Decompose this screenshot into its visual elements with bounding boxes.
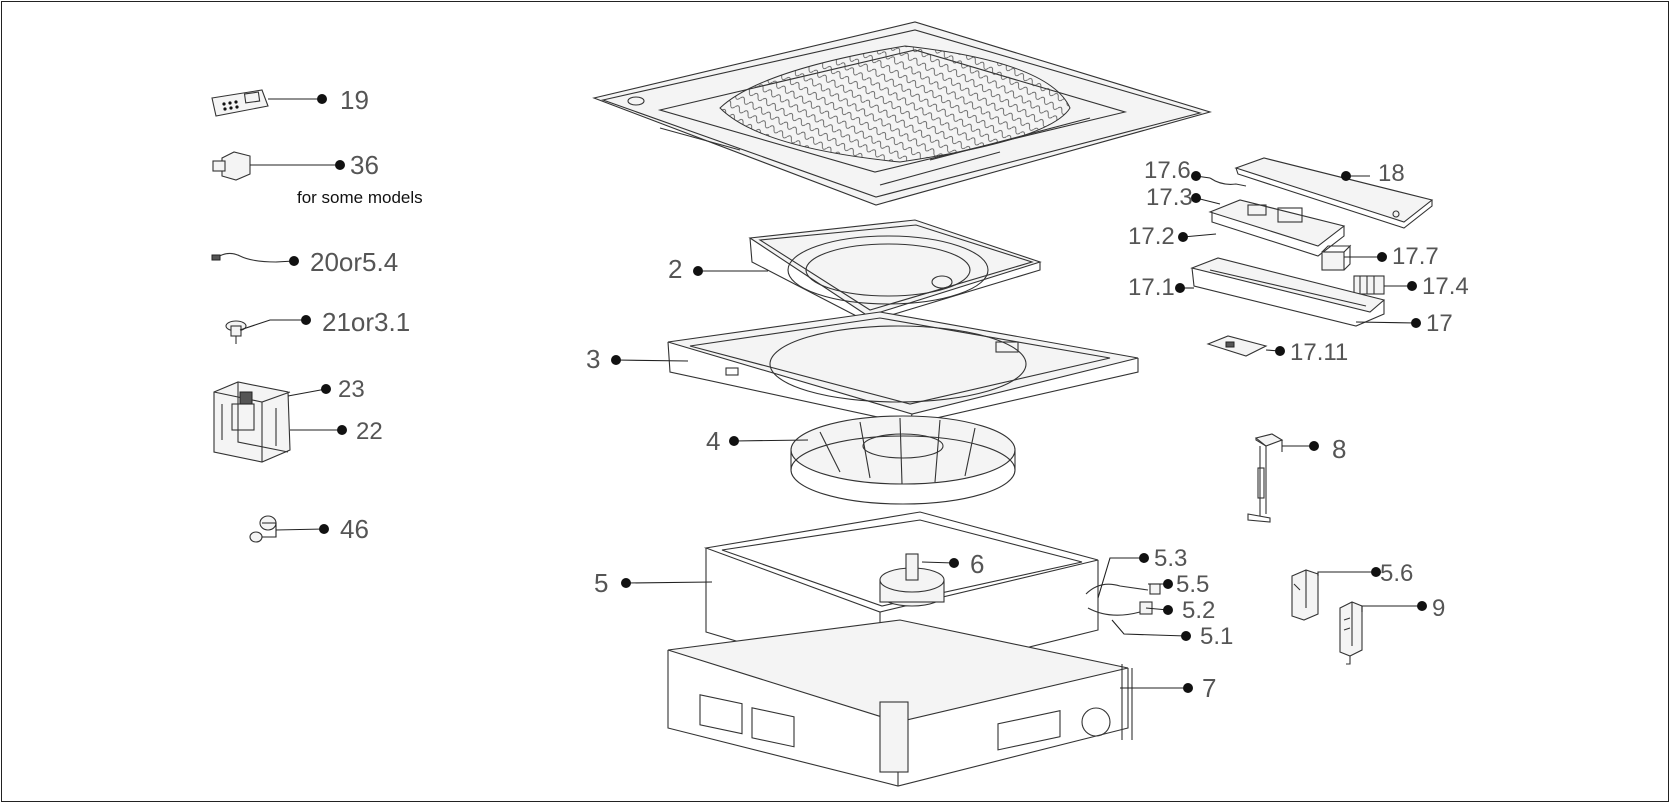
label-46: 46 xyxy=(340,514,369,544)
label-17-6: 17.6 xyxy=(1144,157,1191,184)
motor-part xyxy=(879,553,945,607)
drain-pan-part xyxy=(748,219,1042,323)
casing-part xyxy=(667,619,1133,787)
drain-pump-assembly-part xyxy=(213,381,291,463)
label-18: 18 xyxy=(1378,160,1405,187)
terminal-block-part-17-4 xyxy=(1353,275,1385,295)
transformer-part-17-7 xyxy=(1321,244,1352,271)
label-17-1: 17.1 xyxy=(1128,274,1175,301)
cover-part-9 xyxy=(1339,601,1363,665)
label-36: 36 xyxy=(350,150,379,180)
base-frame-part xyxy=(667,311,1139,425)
bracket-part-5-6 xyxy=(1291,569,1319,621)
temperature-sensor-part-20 xyxy=(211,252,277,263)
label-19: 19 xyxy=(340,85,369,115)
front-panel-part xyxy=(592,21,1212,206)
remote-controller-part xyxy=(211,89,269,117)
label-for-some-models: for some models xyxy=(297,188,423,207)
label-21or3-1: 21or3.1 xyxy=(322,307,410,337)
label-5: 5 xyxy=(594,568,608,598)
label-17-4: 17.4 xyxy=(1422,273,1469,300)
label-5-5: 5.5 xyxy=(1176,571,1209,598)
label-8: 8 xyxy=(1332,434,1346,464)
label-3: 3 xyxy=(586,344,600,374)
label-17-11: 17.11 xyxy=(1290,339,1348,366)
label-17-2: 17.2 xyxy=(1128,223,1175,250)
pcb-part-17-3 xyxy=(1208,199,1346,257)
electric-box-part-17 xyxy=(1190,257,1386,327)
label-9: 9 xyxy=(1432,595,1445,622)
label-2: 2 xyxy=(668,254,682,284)
label-7: 7 xyxy=(1202,673,1216,703)
label-22: 22 xyxy=(356,418,383,445)
label-4: 4 xyxy=(706,426,720,456)
label-5-3: 5.3 xyxy=(1154,545,1187,572)
evaporator-pipe-part xyxy=(1085,583,1161,616)
label-23: 23 xyxy=(338,376,365,403)
wired-sensor-part-36 xyxy=(212,151,251,181)
label-5-1: 5.1 xyxy=(1200,623,1233,650)
fan-part xyxy=(790,415,1016,505)
label-5-6: 5.6 xyxy=(1380,560,1413,587)
label-5-2: 5.2 xyxy=(1182,597,1215,624)
connector-part-46 xyxy=(249,515,277,543)
label-17-3: 17.3 xyxy=(1146,184,1193,211)
label-17: 17 xyxy=(1426,310,1453,337)
bracket-part-8 xyxy=(1247,433,1284,523)
label-17-7: 17.7 xyxy=(1392,243,1439,270)
part-labels: 19 36 for some models 20or5.4 21or3.1 23… xyxy=(297,85,1469,703)
wire-part-17-6 xyxy=(1209,177,1247,187)
leader-dots xyxy=(289,94,1427,693)
label-20or5-4: 20or5.4 xyxy=(310,247,398,277)
display-board-part-17-11 xyxy=(1206,335,1268,357)
label-6: 6 xyxy=(970,549,984,579)
electric-box-cover-part xyxy=(1234,157,1434,229)
temperature-sensor-part-21 xyxy=(225,320,247,344)
